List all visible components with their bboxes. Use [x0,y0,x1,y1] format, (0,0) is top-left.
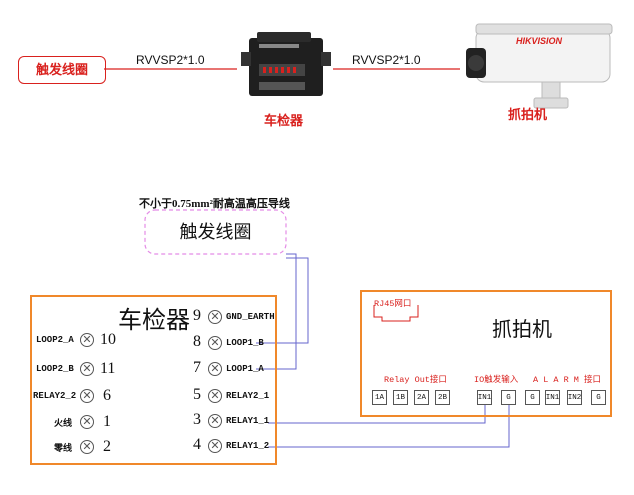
terminal-num-1: 1 [103,413,111,430]
camera-image [452,14,620,114]
detector-title: 车检器 [118,308,190,334]
terminal-screw-icon: ✕ [208,439,222,453]
port-io-in1: IN1 [477,390,492,405]
cable-spec-right: RVVSP2*1.0 [352,53,421,67]
detector-box [30,295,277,465]
port-1a: 1A [372,390,387,405]
terminal-label-loop1-a: LOOP1_A [226,364,264,374]
terminal-screw-icon: ✕ [208,310,222,324]
terminal-screw-icon: ✕ [80,389,94,403]
terminal-screw-icon: ✕ [208,336,222,350]
terminal-screw-icon: ✕ [80,440,94,454]
rj45-port-icon [372,303,420,323]
cable-spec-left: RVVSP2*1.0 [136,53,205,67]
terminal-num-2: 2 [103,438,111,455]
terminal-label-relay2-2: RELAY2_2 [33,391,77,401]
relay-out-group-label: Relay Out接口 [384,375,447,385]
camera-caption: 抓拍机 [508,107,548,122]
terminal-label-relay1-2: RELAY1_2 [226,441,270,451]
terminal-num-11: 11 [100,360,116,377]
terminal-label-relay2-1: RELAY2_1 [226,391,270,401]
terminal-num-10: 10 [100,331,116,348]
terminal-screw-icon: ✕ [208,414,222,428]
terminal-label-relay1-1: RELAY1_1 [226,416,270,426]
detector-caption: 车检器 [264,113,304,128]
port-alarm-g2: G [591,390,606,405]
camera-title: 抓拍机 [492,319,552,341]
port-alarm-in1: IN1 [545,390,560,405]
terminal-label-live: 火线 [54,418,73,428]
wire-loop1-b [256,257,309,344]
alarm-group-label: A L A R M 接口 [533,375,602,385]
terminal-num-8: 8 [193,333,201,350]
terminal-num-9: 9 [193,307,201,324]
camera-brand-text: HIKVISION [516,36,563,46]
port-alarm-g1: G [525,390,540,405]
coil-label: 触发线圈 [179,222,252,242]
terminal-screw-icon: ✕ [208,362,222,376]
wire-relay1-2 [268,405,510,448]
port-1b: 1B [393,390,408,405]
terminal-screw-icon: ✕ [80,362,94,376]
terminal-label-loop1-b: LOOP1_B [226,338,264,348]
terminal-label-gnd-earth: GND_EARTH [226,312,275,322]
terminal-num-3: 3 [193,411,201,428]
port-io-g: G [501,390,516,405]
coil-dashed-box [144,209,287,255]
terminal-screw-icon: ✕ [80,415,94,429]
terminal-num-6: 6 [103,387,111,404]
terminal-num-7: 7 [193,359,201,376]
rj45-label: RJ45网口 [374,299,412,309]
wire-spec-note: 不小于0.75mm²耐高温高压导线 [139,198,290,210]
terminal-label-neutral: 零线 [54,443,73,453]
port-2a: 2A [414,390,429,405]
trigger-coil-box: 触发线圈 [18,56,106,84]
port-2b: 2B [435,390,450,405]
terminal-num-5: 5 [193,386,201,403]
port-alarm-in2: IN2 [567,390,582,405]
terminal-screw-icon: ✕ [80,333,94,347]
wire-relay1-1 [268,405,486,424]
terminal-label-loop2-a: LOOP2_A [36,335,74,345]
terminal-label-loop2-b: LOOP2_B [36,364,74,374]
terminal-screw-icon: ✕ [208,389,222,403]
camera-box [360,290,612,417]
io-trigger-group-label: IO触发输入 [474,375,519,385]
detector-device-image [237,30,333,102]
terminal-num-4: 4 [193,436,201,453]
